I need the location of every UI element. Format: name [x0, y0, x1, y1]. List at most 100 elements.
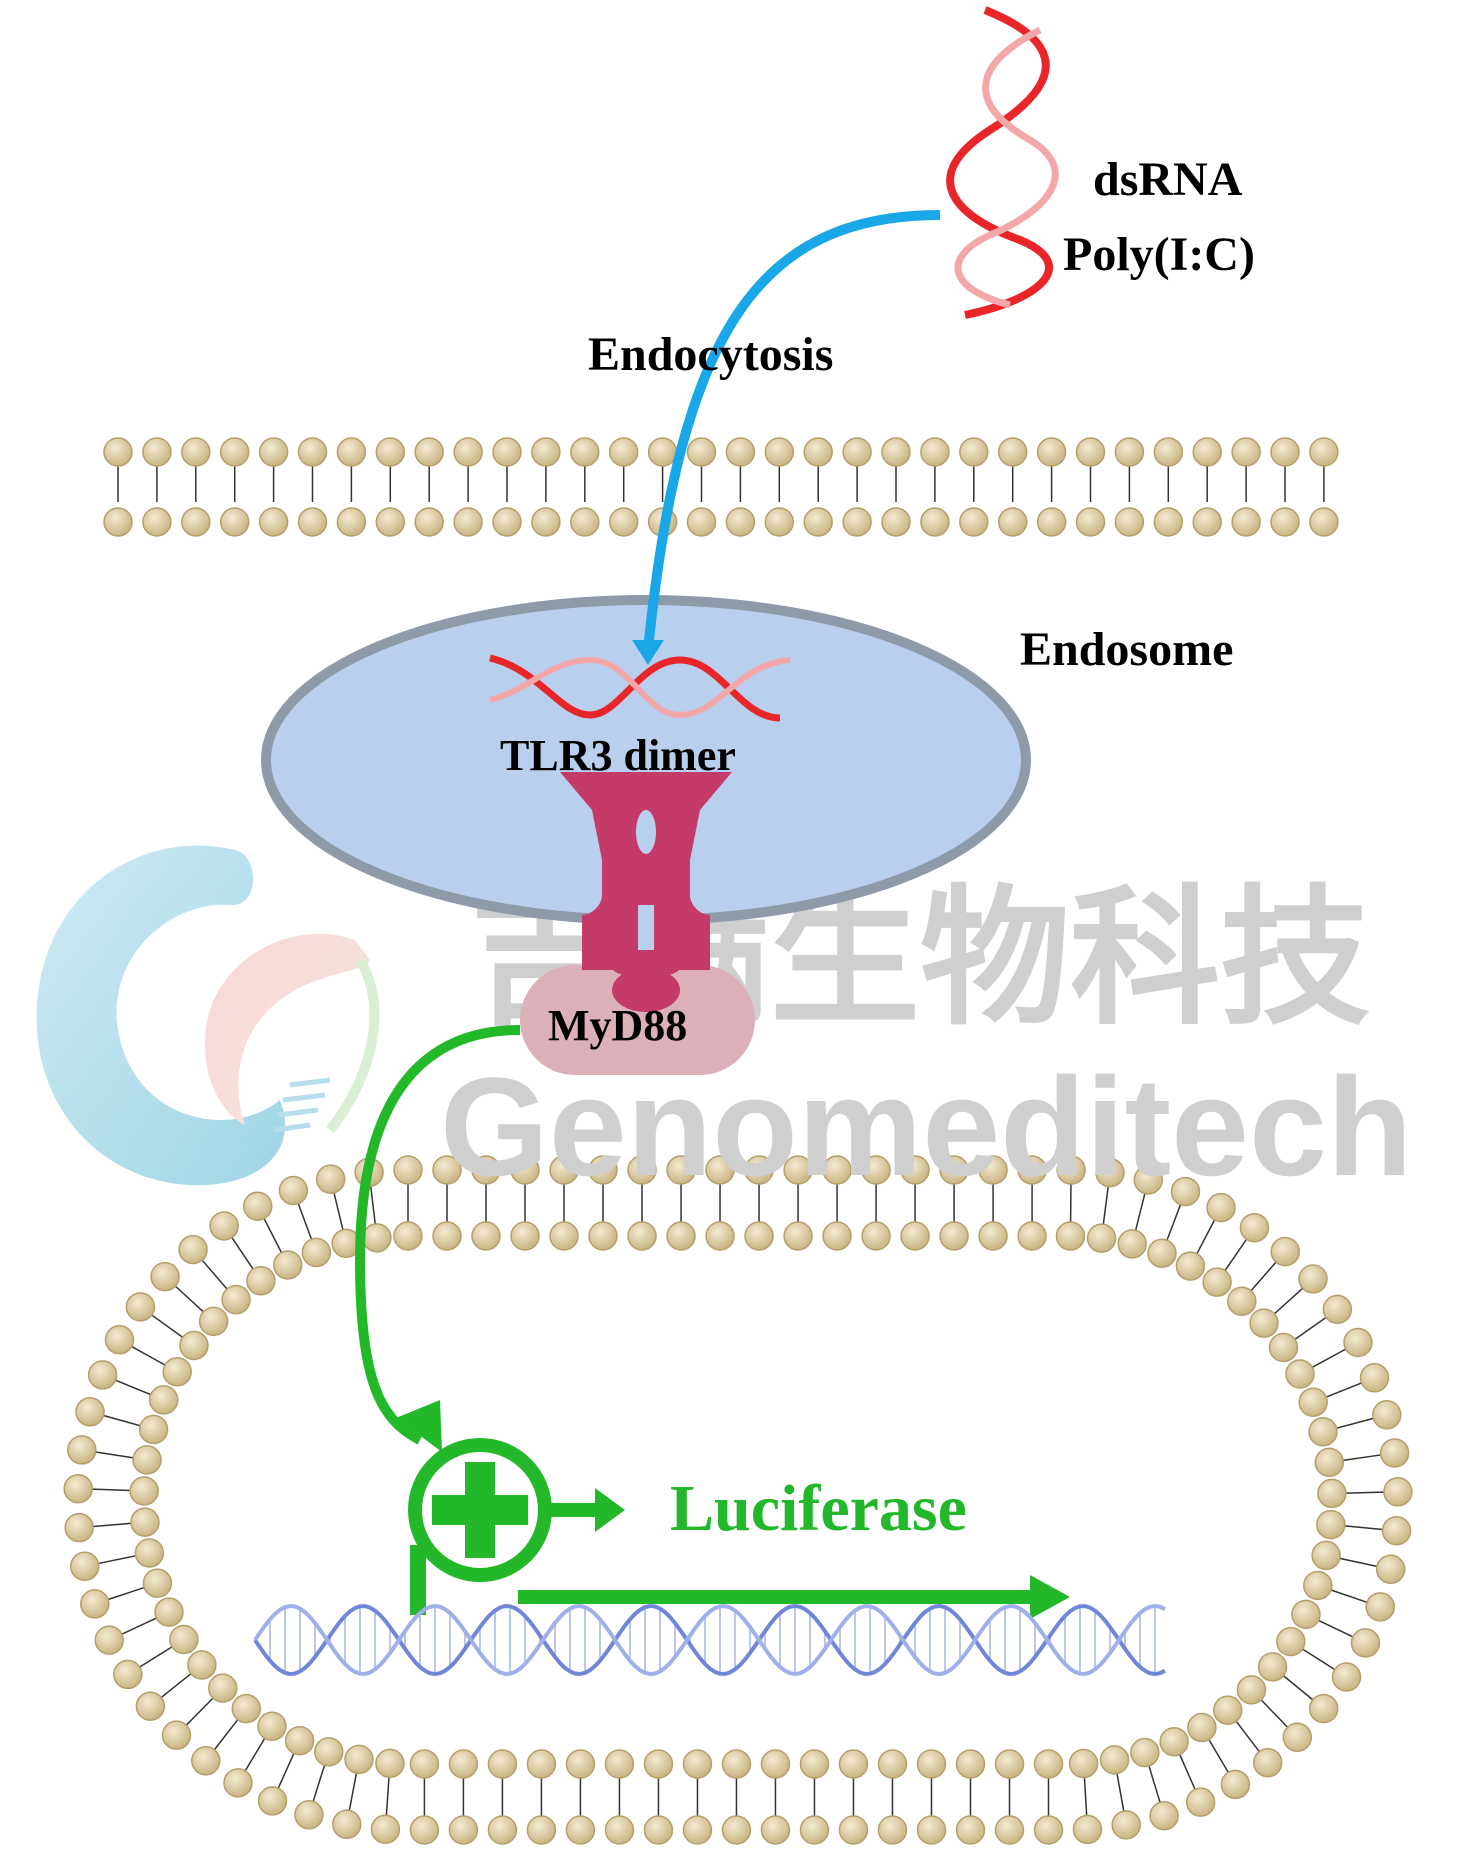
lipid-head [393, 1155, 423, 1185]
lipid-head [565, 1749, 596, 1779]
lipid-head [978, 1155, 1008, 1185]
lipid-head [231, 1693, 262, 1724]
myd88-label: MyD88 [548, 1001, 687, 1050]
dna-helix-icon [253, 1603, 1166, 1677]
lipid-head [130, 1507, 160, 1537]
lipid-head [104, 1325, 135, 1355]
lipid-head [588, 1155, 618, 1185]
lipid-head [209, 1211, 239, 1241]
lipid-head [604, 1749, 635, 1779]
lipid-head [336, 437, 367, 467]
lipid-head [75, 1397, 105, 1427]
lipid-head [103, 507, 133, 537]
lipid-head [531, 507, 561, 537]
lipid-head [1095, 1157, 1125, 1188]
lipid-head [1099, 1745, 1130, 1775]
lipid-head [150, 1261, 180, 1292]
lipid-head [1114, 507, 1145, 537]
lipid-head [1298, 1387, 1328, 1417]
lipid-head [409, 1749, 440, 1779]
lipid-head [721, 1749, 752, 1779]
lipid-head [1202, 1267, 1232, 1297]
plasma-membrane [103, 437, 1339, 537]
lipid-head [1350, 1628, 1381, 1658]
lipid-head [1270, 1236, 1300, 1267]
lipid-head [1239, 1212, 1270, 1243]
lipid-head [294, 1800, 324, 1830]
lipid-head [955, 1815, 986, 1845]
lipid-head [1322, 1294, 1353, 1325]
lipid-head [148, 1385, 179, 1415]
lipid-head [246, 1266, 276, 1296]
lipid-head [997, 507, 1028, 537]
lipid-head [799, 1815, 830, 1845]
lipid-head [1213, 1695, 1243, 1725]
lipid-head [1056, 1155, 1086, 1185]
lipid-head [900, 1221, 930, 1251]
lipid-head [1303, 1570, 1333, 1601]
lipid-head [297, 437, 328, 467]
lipid-head [1270, 507, 1300, 537]
signal-arrow [354, 1025, 521, 1445]
tlr3-label: TLR3 dimer [500, 731, 736, 780]
lipid-head [725, 507, 756, 537]
lipid-head [1276, 1626, 1306, 1657]
lipid-head [1185, 1787, 1216, 1817]
lipid-head [549, 1221, 579, 1251]
lipid-head [242, 1191, 273, 1221]
lipid-head [1117, 1229, 1147, 1259]
lipid-head [1383, 1477, 1413, 1507]
lipid-head [178, 1234, 208, 1265]
lipid-head [414, 437, 444, 467]
polyic-label: Poly(I:C) [1063, 228, 1255, 281]
nuclear-membrane [63, 1155, 1413, 1845]
lipid-head [1316, 1509, 1346, 1540]
lipid-head [1298, 1264, 1328, 1294]
lipid-head [799, 1749, 830, 1779]
lipid-head [1270, 437, 1300, 467]
lipid-head [1033, 1749, 1064, 1779]
signal-arrowhead [396, 1400, 442, 1452]
lipid-head [647, 437, 678, 467]
lipid-head [80, 1589, 110, 1619]
lipid-head [531, 437, 561, 467]
lipid-head [87, 1360, 118, 1390]
lipid-head [959, 437, 989, 467]
lipid-head [471, 1155, 501, 1185]
lipid-head [916, 1749, 947, 1779]
lipid-head [1285, 1359, 1315, 1389]
lipid-head [223, 1768, 253, 1798]
lipid-head [1175, 1251, 1206, 1281]
lipid-head [1291, 1599, 1321, 1630]
lipid-head [744, 1221, 774, 1251]
lipid-head [1192, 437, 1222, 467]
lipid-head [803, 507, 833, 537]
lipid-head [783, 1221, 813, 1251]
lipid-head [1068, 1748, 1099, 1779]
endocytosis-arrowhead [632, 640, 664, 665]
lipid-head [877, 1815, 908, 1845]
lipid-head [132, 1445, 162, 1475]
lipid-head [432, 1221, 462, 1251]
lipid-head [978, 1221, 1008, 1251]
lipid-head [803, 437, 833, 467]
lipid-head [1308, 1417, 1338, 1447]
lipid-head [471, 1221, 501, 1251]
lipid-head [686, 437, 717, 467]
lipid-head [492, 437, 522, 467]
lipid-head [1249, 1308, 1279, 1338]
lipid-head [1017, 1155, 1047, 1185]
lipid-head [113, 1659, 143, 1690]
lipid-head [1130, 1737, 1160, 1768]
lipid-head [169, 1624, 199, 1655]
lipid-head [370, 1814, 401, 1844]
lipid-head [838, 1749, 869, 1779]
lipid-head [221, 1284, 251, 1315]
lipid-head [315, 1164, 346, 1194]
lipid-head [362, 1223, 392, 1253]
lipid-head [129, 1476, 159, 1506]
lipid-head [208, 1673, 238, 1703]
lipid-head [1149, 1800, 1179, 1831]
lipid-head [448, 1815, 479, 1845]
lipid-head [916, 1815, 947, 1845]
